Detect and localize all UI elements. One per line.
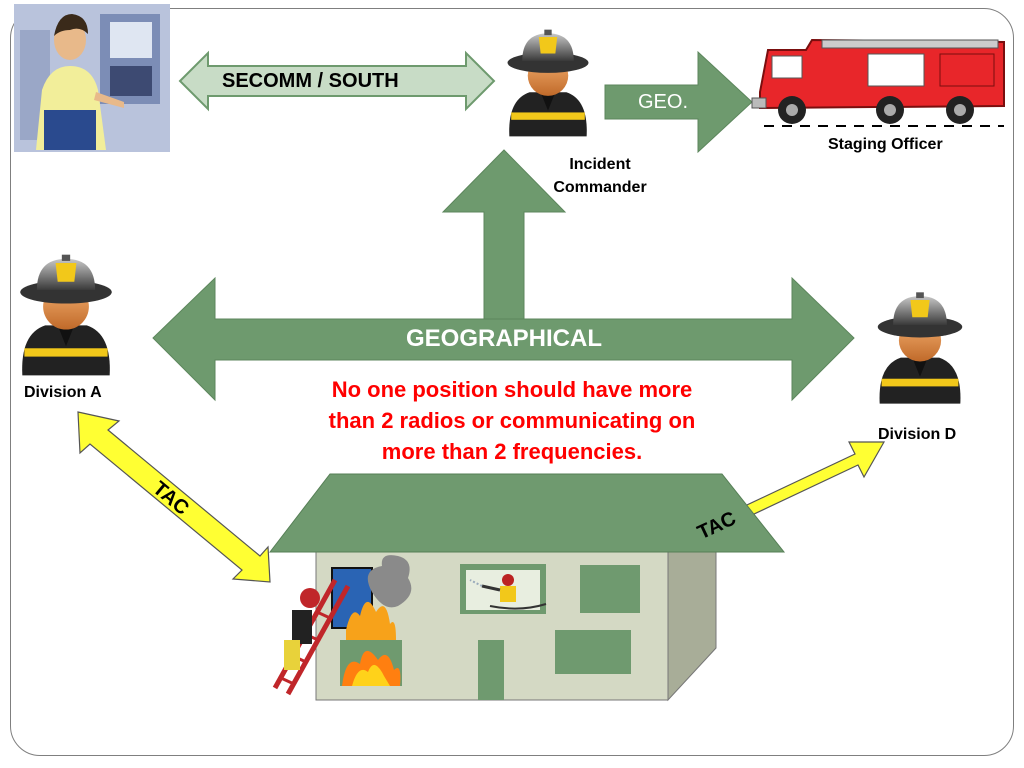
secomm-arrow xyxy=(178,50,496,112)
division-a-label: Division A xyxy=(24,384,102,401)
fire-truck-icon xyxy=(751,38,1005,127)
dispatcher-icon xyxy=(14,4,170,152)
geographical-arrow xyxy=(152,276,855,402)
vertical-arrow xyxy=(441,149,567,321)
incident-commander-label: Incident Commander xyxy=(553,156,647,196)
tac-left-arrow xyxy=(77,411,271,583)
division-a-firefighter-icon xyxy=(20,254,112,376)
burning-house-icon xyxy=(268,473,786,702)
division-d-firefighter-icon xyxy=(877,292,963,404)
division-d-label: Division D xyxy=(878,426,957,443)
incident-commander-firefighter-icon xyxy=(507,29,589,137)
secomm-label: SECOMM / SOUTH xyxy=(222,70,399,92)
geo-arrow xyxy=(604,50,753,154)
geo-label: GEO. xyxy=(638,91,689,113)
warning-text: No one position should have more than 2 … xyxy=(328,377,696,464)
staging-officer-label: Staging Officer xyxy=(828,136,943,153)
hose-firefighter-icon xyxy=(469,574,547,610)
geographical-label: GEOGRAPHICAL xyxy=(405,325,602,352)
ladder-firefighter-icon xyxy=(272,578,351,696)
